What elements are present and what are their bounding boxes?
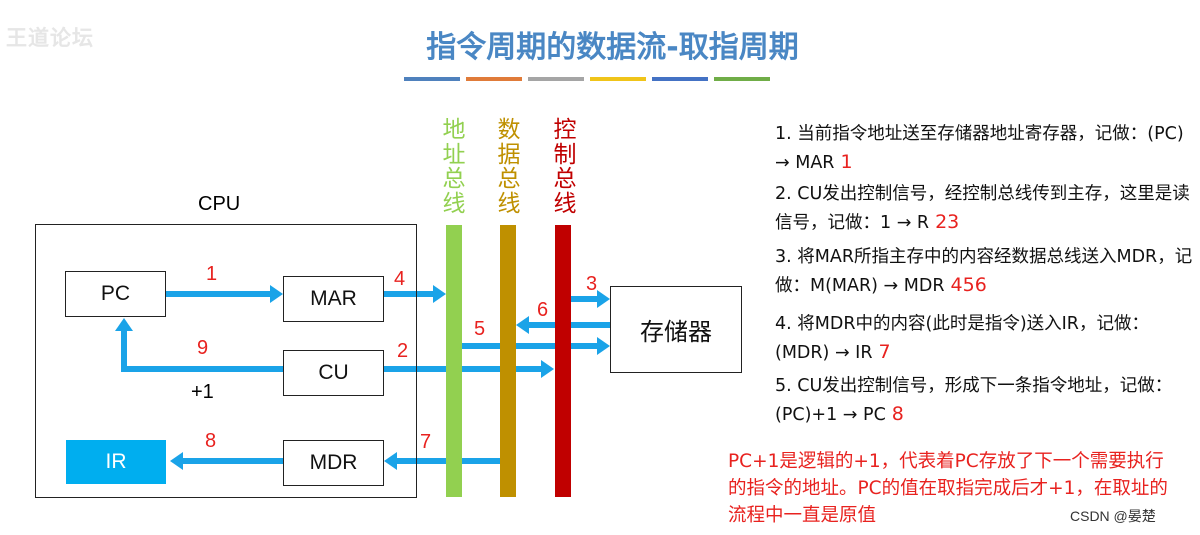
step-5-number: 8 (891, 403, 904, 425)
arrow-memory-to-data-bus-head (516, 316, 529, 334)
step-3-number: 456 (950, 274, 987, 296)
arrow-number-1: 1 (206, 263, 218, 285)
note-text: PC+1是逻辑的+1，代表着PC存放了下一个需要执行的指令的地址。PC的值在取指… (728, 451, 1168, 526)
arrow-number-9: 9 (197, 337, 209, 359)
control-bus (555, 225, 571, 497)
ir-register: IR (66, 440, 166, 484)
arrow-cu-to-control-bus-upper-head (597, 337, 610, 355)
step-2-number: 23 (935, 211, 960, 233)
address-bus (446, 225, 462, 497)
arrow-number-8: 8 (205, 430, 217, 452)
arrow-data-bus-to-mdr-head (384, 452, 397, 470)
address-bus-label: 地址总线 (442, 117, 466, 217)
pc-register: PC (65, 271, 166, 317)
arrow-number-5: 5 (474, 318, 486, 340)
step-3-text: 3. 将MAR所指主存中的内容经数据总线送入MDR，记做：M(MAR) → MD… (775, 247, 1193, 296)
step-1-text: 1. 当前指令地址送至存储器地址寄存器，记做：(PC) → MAR (775, 124, 1184, 173)
title-color-bar-3 (528, 77, 584, 81)
arrow-number-7: 7 (420, 431, 432, 453)
arrow-number-2: 2 (397, 340, 409, 362)
title-color-bar-1 (404, 77, 460, 81)
arrow-cu-to-pc-head (115, 318, 133, 331)
mar-register: MAR (283, 276, 384, 322)
title-color-bar-4 (590, 77, 646, 81)
cu-unit: CU (283, 350, 384, 396)
arrow-number-4: 4 (394, 268, 406, 290)
arrow-cu-to-control-bus-head (541, 360, 554, 378)
step-3: 3. 将MAR所指主存中的内容经数据总线送入MDR，记做：M(MAR) → MD… (775, 243, 1195, 300)
arrow-number-3: 3 (586, 273, 598, 295)
memory-box: 存储器 (610, 286, 742, 373)
arrow-mdr-to-ir-head (170, 452, 183, 470)
arrow-address-bus-to-memory-head (597, 290, 610, 308)
step-2-text: 2. CU发出控制信号，经控制总线传到主存，这里是读信号，记做：1 → R (775, 184, 1190, 233)
step-1-number: 1 (840, 151, 853, 173)
slide-title: 指令周期的数据流-取指周期 (426, 30, 799, 65)
control-bus-label: 控制总线 (553, 117, 577, 217)
data-bus-label: 数据总线 (497, 117, 521, 217)
watermark: 王道论坛 (6, 26, 94, 50)
data-bus (500, 225, 516, 497)
mdr-register: MDR (283, 440, 384, 486)
cpu-box (35, 224, 417, 498)
step-5-text: 5. CU发出控制信号，形成下一条指令地址，记做：(PC)+1 → PC (775, 376, 1173, 425)
title-color-bar-5 (652, 77, 708, 81)
title-color-bar-6 (714, 77, 770, 81)
arrow-pc-to-mar-head (270, 285, 283, 303)
arrow-mar-to-address-bus-head (433, 285, 446, 303)
title-color-bar-2 (466, 77, 522, 81)
step-4-number: 7 (878, 341, 891, 363)
footer-credit: CSDN @晏楚 (1070, 508, 1156, 524)
plus-one-label: +1 (191, 381, 214, 403)
step-4-text: 4. 将MDR中的内容(此时是指令)送入IR，记做：(MDR) → IR (775, 314, 1149, 363)
arrow-cu-to-pc (121, 331, 283, 372)
cpu-label: CPU (198, 193, 241, 215)
arrow-number-6: 6 (537, 299, 549, 321)
